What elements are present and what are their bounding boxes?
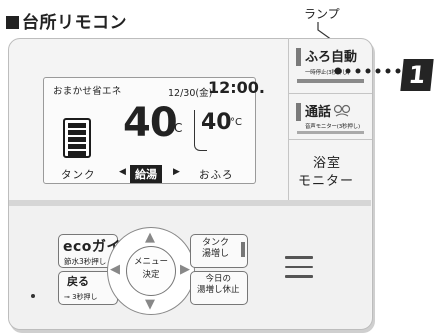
tank-boost-button[interactable]	[190, 234, 248, 268]
heading-square-icon	[6, 16, 19, 29]
bath-auto-sublabel: 一時停止(3秒押し)	[305, 70, 350, 76]
bathroom-monitor-button[interactable]	[288, 139, 372, 200]
supply-temperature: 40	[123, 100, 178, 146]
monitor-label-line1: 浴室	[313, 156, 342, 171]
monitor-label-line2: モニター	[298, 174, 355, 189]
arrow-right-icon[interactable]: ▶	[180, 262, 190, 277]
supply-temperature-unit: °C	[168, 121, 183, 135]
bath-temperature-unit: °C	[230, 117, 242, 128]
bath-auto-label: ふろ自動	[305, 50, 358, 65]
back-label: 戻る	[67, 275, 89, 288]
bath-temperature: 40	[201, 110, 232, 135]
arrow-right-small-icon: ▶	[173, 167, 180, 177]
skip-boost-today-button[interactable]	[190, 271, 248, 305]
arrow-left-icon[interactable]: ◀	[110, 262, 120, 277]
date-display: 12/30(金)	[168, 88, 213, 99]
intercom-button[interactable]	[288, 93, 372, 140]
time-display: 12:00.	[208, 78, 266, 97]
skip-boost-today-label: 今日の湯増し休止	[197, 274, 240, 295]
arrow-left-small-icon: ◀	[119, 167, 126, 177]
intercom-sublabel: 音声モニター(3秒押し)	[305, 124, 360, 130]
bath-bracket	[194, 110, 207, 151]
bath-auto-lamp	[296, 48, 301, 66]
panel-divider	[9, 200, 371, 206]
back-sublabel: ⊸ 3秒押し	[64, 293, 98, 301]
intercom-lamp	[296, 103, 301, 121]
arrow-up-icon[interactable]: ▲	[145, 230, 155, 245]
bath-auto-underline	[297, 79, 364, 83]
callout-dotted-line	[334, 67, 401, 75]
tank-boost-label: タンク湯増し	[202, 238, 230, 259]
menu-enter-button[interactable]	[126, 246, 176, 296]
heading-text: 台所リモコン	[22, 13, 127, 33]
page-heading: 台所リモコン	[6, 8, 127, 33]
tank-level-icon	[63, 118, 91, 158]
intercom-underline	[297, 131, 364, 134]
tank-boost-lamp	[241, 242, 245, 257]
bath-label: おふろ	[199, 169, 234, 181]
supply-label: 給湯	[130, 165, 162, 183]
speaker-icon	[333, 104, 351, 117]
menu-enter-label: メニュー決定	[133, 257, 168, 280]
eco-guide-sublabel: 節水3秒押し	[64, 257, 107, 266]
arrow-down-icon[interactable]: ▼	[145, 297, 155, 312]
indicator-dot	[31, 294, 35, 298]
bath-auto-button[interactable]	[288, 38, 372, 94]
intercom-label: 通話	[305, 101, 351, 120]
tank-label: タンク	[61, 169, 96, 181]
lamp-label: ランプ	[304, 7, 340, 21]
mode-indicator: おまかせ省エネ	[53, 86, 122, 97]
hamburger-menu-icon[interactable]	[285, 256, 313, 278]
callout-number-badge: 1	[400, 59, 434, 91]
lamp-leader-line	[317, 22, 333, 41]
